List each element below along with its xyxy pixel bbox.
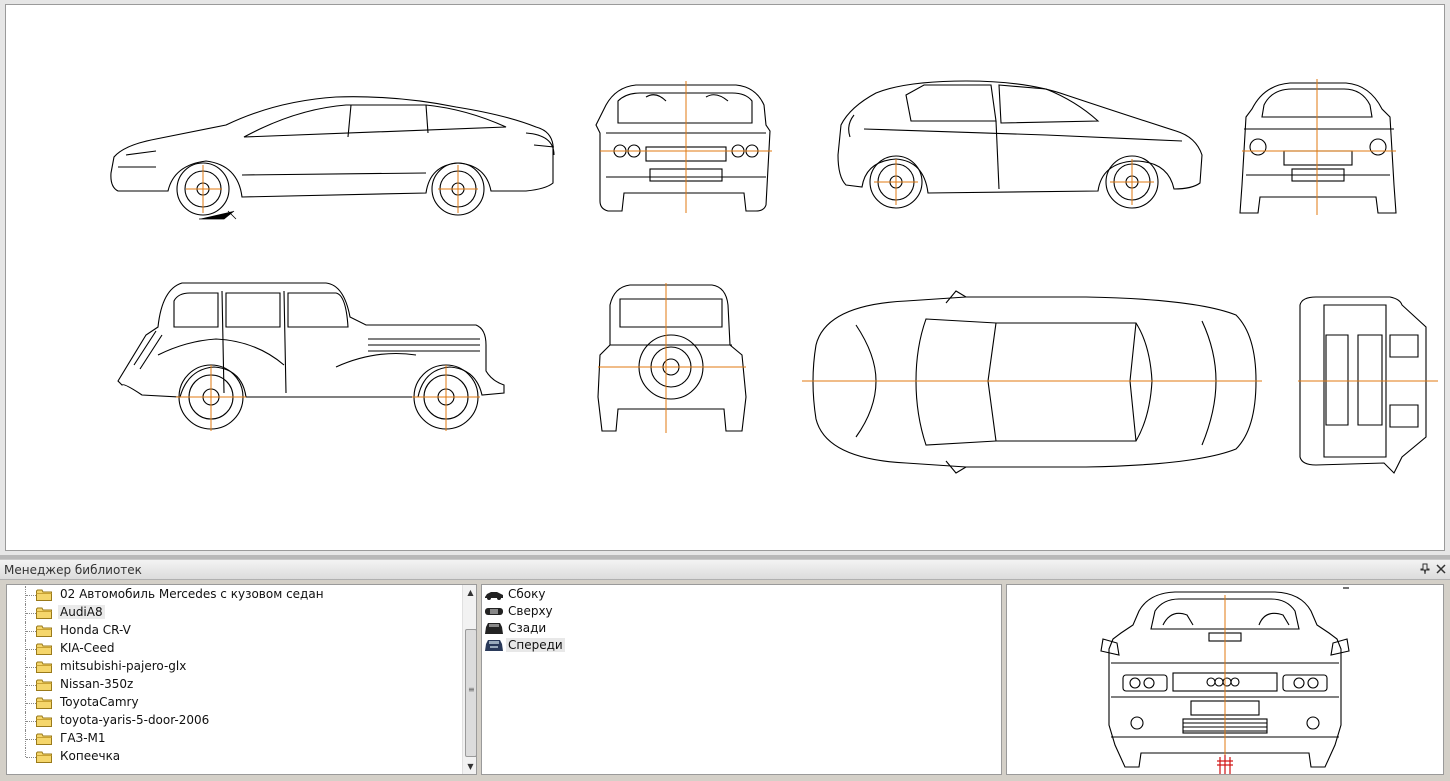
preview-panel xyxy=(1006,584,1444,775)
car-drawing-front-partial xyxy=(1299,296,1427,474)
car-drawings xyxy=(110,79,1438,474)
car-top-icon xyxy=(484,605,504,618)
tree-item[interactable]: Honda CR-V xyxy=(7,622,462,640)
close-icon[interactable] xyxy=(1434,562,1448,576)
folder-icon xyxy=(36,751,52,763)
tree-item-label: Honda CR-V xyxy=(60,623,131,637)
tree-item-label: Копеечка xyxy=(60,749,121,763)
folder-icon xyxy=(36,679,52,691)
tree-item-label: Nissan-350z xyxy=(60,677,134,691)
tree-item-label: mitsubishi-pajero-glx xyxy=(60,659,187,673)
folder-icon xyxy=(36,589,52,601)
folder-icon xyxy=(36,607,52,619)
library-manager-title: Менеджер библиотек xyxy=(4,563,142,577)
tree-item[interactable]: toyota-yaris-5-door-2006 xyxy=(7,712,462,730)
car-rear-icon xyxy=(484,622,504,635)
car-drawing-kia-front xyxy=(1239,82,1397,214)
pin-icon[interactable] xyxy=(1418,562,1432,576)
folder-icon xyxy=(36,697,52,709)
grip-icon: ≡ xyxy=(468,685,475,694)
tree-item-label: 02 Автомобиль Mercedes с кузовом седан xyxy=(60,587,324,601)
list-item-label: Сбоку xyxy=(508,587,546,601)
car-drawing-gaz-rear xyxy=(597,284,747,432)
car-drawing-kia-side xyxy=(837,80,1203,209)
tree-scrollbar[interactable]: ▲ ≡ ▼ xyxy=(462,585,476,774)
ucs-axis-marker xyxy=(199,210,237,220)
tree-item[interactable]: 02 Автомобиль Mercedes с кузовом седан xyxy=(7,586,462,604)
list-item-label: Сзади xyxy=(508,621,547,635)
car-front-icon xyxy=(484,639,504,652)
tree-item-label: ToyotaCamry xyxy=(60,695,139,709)
folder-icon xyxy=(36,643,52,655)
scrollbar-thumb[interactable]: ≡ xyxy=(465,629,476,757)
folder-icon xyxy=(36,715,52,727)
tree-item-label: KIA-Ceed xyxy=(60,641,115,655)
insertion-point-marker xyxy=(1217,755,1233,774)
tree-item[interactable]: Копеечка xyxy=(7,748,462,766)
status-bar xyxy=(0,776,1450,781)
tree-item-label: ГАЗ-М1 xyxy=(60,731,106,745)
tree-item[interactable]: KIA-Ceed xyxy=(7,640,462,658)
tree-item[interactable]: Nissan-350z xyxy=(7,676,462,694)
car-front-preview xyxy=(1100,587,1350,774)
car-side-icon xyxy=(484,588,504,601)
library-manager-titlebar: Менеджер библиотек xyxy=(0,559,1450,580)
tree-item-label: AudiA8 xyxy=(58,605,105,619)
tree-item[interactable]: mitsubishi-pajero-glx xyxy=(7,658,462,676)
list-item-label: Спереди xyxy=(506,638,565,652)
scroll-down-icon[interactable]: ▼ xyxy=(467,762,474,771)
list-item-label: Сверху xyxy=(508,604,553,618)
library-tree-panel: 02 Автомобиль Mercedes с кузовом седан A… xyxy=(6,584,477,775)
scroll-up-icon[interactable]: ▲ xyxy=(467,588,474,597)
panel-splitter[interactable] xyxy=(0,555,1450,559)
folder-icon xyxy=(36,625,52,637)
drawing-canvas[interactable] xyxy=(5,4,1445,551)
car-drawing-audi-front xyxy=(595,84,771,212)
tree-item-label: toyota-yaris-5-door-2006 xyxy=(60,713,210,727)
drawing-area-frame xyxy=(0,0,1450,555)
views-list-panel: Сбоку Сверху Сзади Спереди xyxy=(481,584,1002,775)
tree-item[interactable]: ГАЗ-М1 xyxy=(7,730,462,748)
centerlines xyxy=(176,79,1438,433)
tree-item[interactable]: AudiA8 xyxy=(7,604,462,622)
car-drawing-audi-side xyxy=(110,96,555,216)
tree-item[interactable]: ToyotaCamry xyxy=(7,694,462,712)
folder-icon xyxy=(36,733,52,745)
car-drawing-top xyxy=(812,290,1257,474)
folder-icon xyxy=(36,661,52,673)
